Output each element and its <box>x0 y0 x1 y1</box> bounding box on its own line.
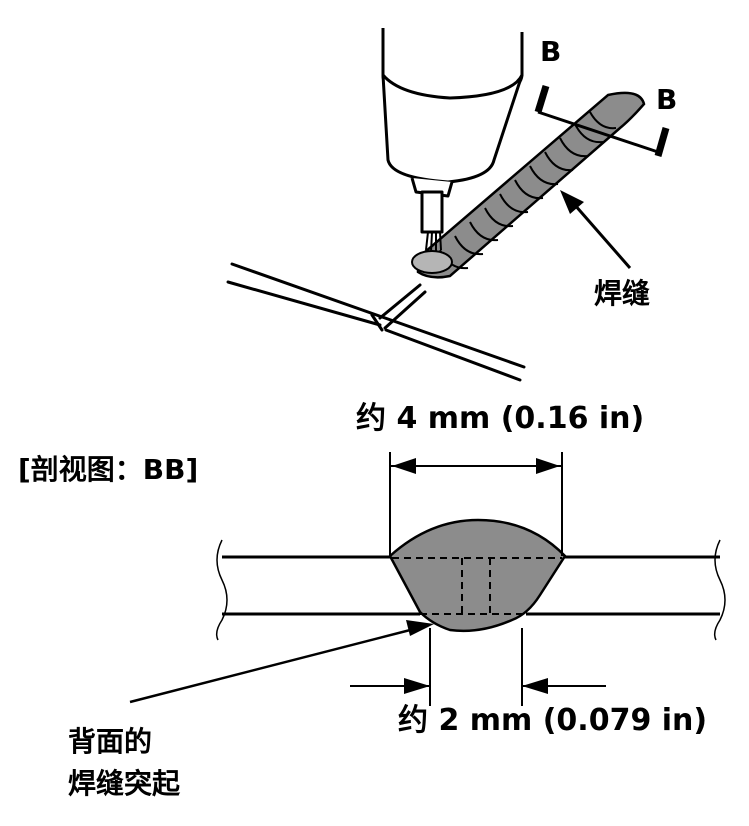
back-bead-pointer-arrow <box>129 620 434 704</box>
back-bead-label-line1: 背面的 <box>68 725 153 758</box>
weld-pointer-arrow <box>560 190 632 269</box>
weld-cross-section <box>388 518 567 633</box>
welding-torch <box>381 28 524 253</box>
weld-bead-strip <box>411 91 646 279</box>
top-width-dimension <box>389 452 563 556</box>
section-marker-b-left: B <box>540 35 562 68</box>
section-cut-line <box>534 84 670 157</box>
back-bead-label-line2: 焊缝突起 <box>68 767 181 800</box>
metal-plates <box>226 262 526 382</box>
weld-label: 焊缝 <box>594 277 651 310</box>
bottom-width-dimension <box>350 628 606 706</box>
section-marker-b-right: B <box>656 83 678 116</box>
section-view-title: [剖视图：BB] <box>18 453 199 486</box>
section-plates <box>215 539 726 641</box>
top-width-label: 约 4 mm (0.16 in) <box>356 401 645 436</box>
bottom-width-label: 约 2 mm (0.079 in) <box>398 703 708 738</box>
